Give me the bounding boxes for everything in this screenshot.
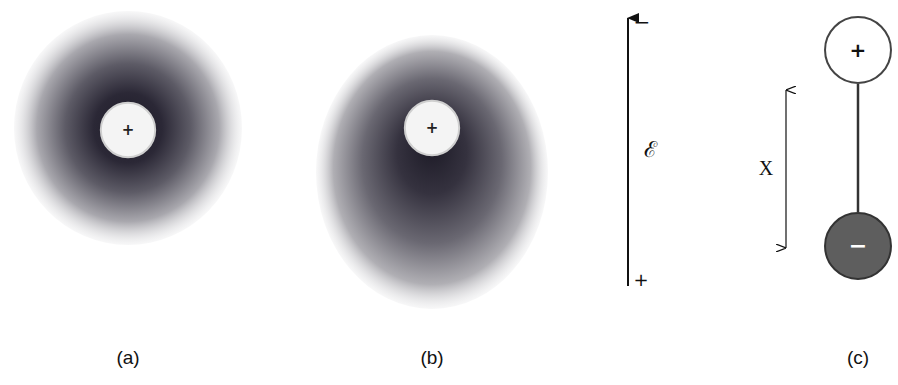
negative-charge: −	[824, 212, 892, 280]
electron-cloud	[316, 35, 548, 309]
charge-sign: −	[849, 235, 867, 257]
positive-charge: +	[824, 16, 892, 84]
field-negative-sign: −	[634, 12, 651, 32]
electron-cloud	[14, 11, 242, 245]
field-positive-sign: +	[633, 271, 648, 289]
charge-sign: +	[122, 123, 135, 138]
panel-caption: (c)	[847, 348, 869, 367]
panel-caption: (b)	[420, 348, 443, 367]
panel-caption: (a)	[116, 348, 139, 367]
dipole-bond	[857, 84, 860, 212]
charge-sign: +	[426, 121, 439, 136]
separation-arrow	[785, 90, 786, 248]
nucleus-circle: +	[100, 102, 156, 158]
field-symbol: ℰ	[644, 139, 657, 161]
separation-label: X	[759, 158, 773, 178]
field-arrow	[627, 18, 629, 286]
nucleus-circle: +	[404, 100, 460, 156]
charge-sign: +	[850, 40, 867, 60]
